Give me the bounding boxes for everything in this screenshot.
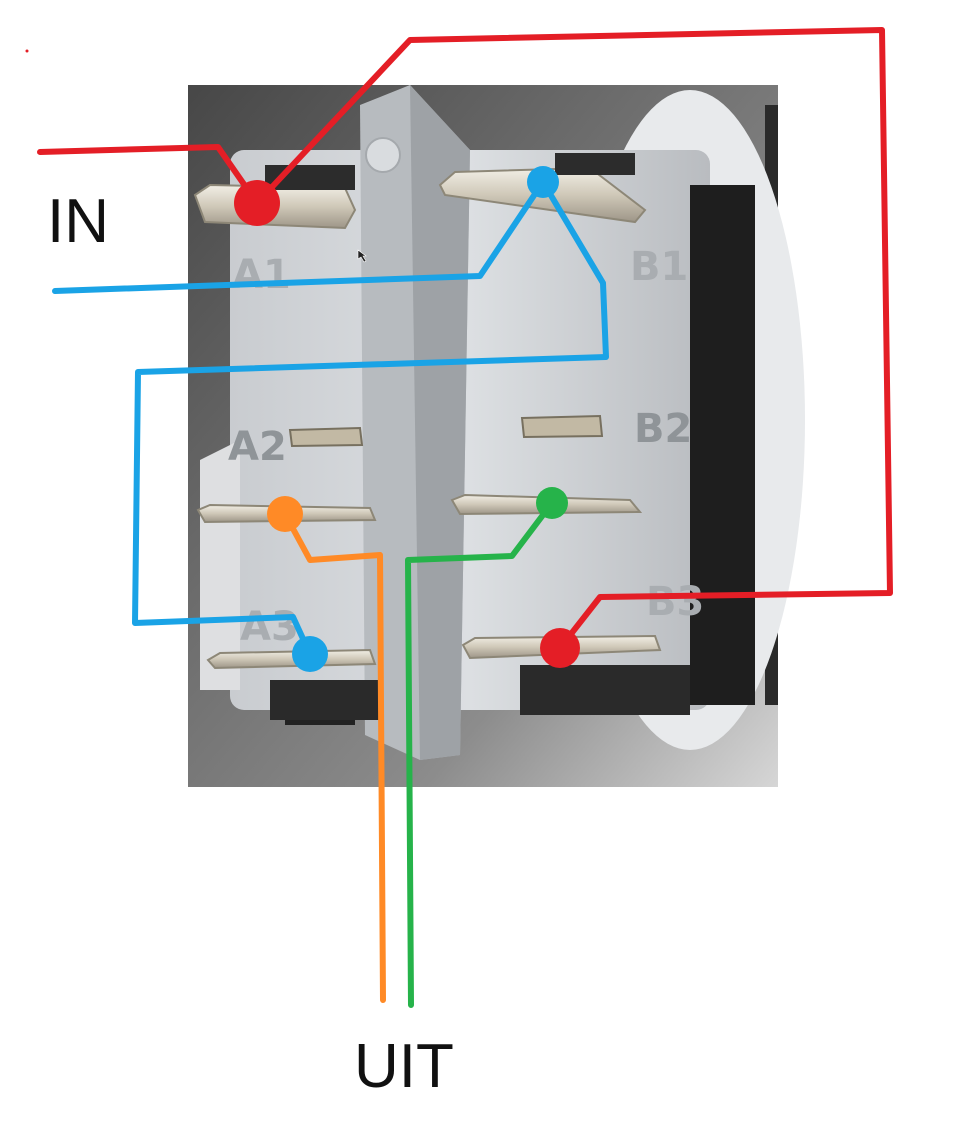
switch-side-shadow: [690, 185, 755, 705]
red-wire-cross: [254, 27, 893, 651]
terminal-b1-back: [555, 153, 635, 175]
terminal-a3-tab: [206, 648, 377, 670]
green-dot-b2: [536, 487, 568, 519]
orange-wire-out: [282, 511, 386, 1003]
blue-wire-cross: [132, 179, 609, 657]
green-wire-out: [405, 500, 555, 1008]
marking-a1: A1: [232, 252, 291, 298]
mid-clip-right: [520, 414, 604, 439]
orange-dot-a2: [267, 496, 303, 532]
blue-wire-in: [52, 179, 546, 294]
switch-photo: A1 A2 A3 B1 B2 B3: [188, 85, 805, 787]
bottom-dark-left: [270, 680, 380, 720]
blue-dot-b1: [527, 166, 559, 198]
marking-a3: A3: [240, 604, 299, 650]
bottom-dark-right: [520, 665, 690, 715]
rivet: [365, 137, 401, 173]
marking-b1: B1: [630, 244, 688, 290]
input-label: IN: [47, 187, 109, 256]
left-lower-body: [200, 440, 240, 690]
connection-points: [25, 49, 580, 672]
switch-body: [230, 150, 710, 710]
stray-red-dot: [25, 49, 29, 53]
cursor-icon: [357, 249, 367, 263]
output-label: UIT: [354, 1032, 454, 1101]
marking-b3: B3: [646, 579, 704, 625]
blue-dot-a3: [292, 636, 328, 672]
marking-a2: A2: [228, 424, 287, 470]
red-dot-b3: [540, 628, 580, 668]
mid-clip-left: [288, 426, 364, 448]
red-dot-a1: [234, 180, 280, 226]
center-divider-shade: [410, 85, 470, 760]
marking-b2: B2: [634, 406, 692, 452]
